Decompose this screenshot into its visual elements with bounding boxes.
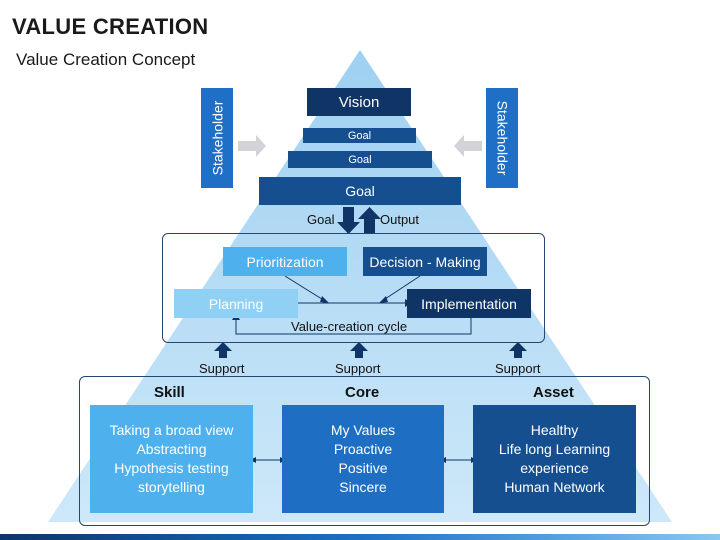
decision-making-box: Decision - Making <box>363 247 487 276</box>
core-box: My Values Proactive Positive Sincere <box>282 405 444 513</box>
skill-heading: Skill <box>154 384 185 401</box>
asset-line: experience <box>520 460 589 476</box>
asset-line: Life long Learning <box>498 441 611 457</box>
support-arrow-icon <box>350 342 368 358</box>
asset-heading: Asset <box>533 384 574 401</box>
core-line: Positive <box>338 460 388 476</box>
support-label-core: Support <box>335 361 381 376</box>
vision-box: Vision <box>307 88 411 116</box>
arrow-up-icon <box>358 207 381 234</box>
core-line: Proactive <box>333 441 393 457</box>
support-label-asset: Support <box>495 361 541 376</box>
arrow-left-icon <box>454 135 482 157</box>
page-title: VALUE CREATION <box>12 14 209 39</box>
goal-box-medium: Goal <box>288 151 432 168</box>
foundation-panel <box>79 376 650 526</box>
skill-line: storytelling <box>138 479 205 495</box>
planning-box: Planning <box>174 289 298 318</box>
arrow-down-icon <box>337 207 360 234</box>
asset-box: Healthy Life long Learning experience Hu… <box>473 405 636 513</box>
core-line: Sincere <box>339 479 387 495</box>
page-subtitle: Value Creation Concept <box>16 50 196 69</box>
footer-accent-bar <box>0 534 720 540</box>
arrow-right-icon <box>238 135 266 157</box>
skill-line: Hypothesis testing <box>114 460 229 476</box>
stakeholder-left: Stakeholder <box>201 88 233 188</box>
implementation-box: Implementation <box>407 289 531 318</box>
output-flow-label: Output <box>380 212 420 227</box>
prioritization-box: Prioritization <box>223 247 347 276</box>
value-creation-cycle-panel <box>162 233 545 343</box>
skill-line: Abstracting <box>136 441 207 457</box>
support-arrow-icon <box>509 342 527 358</box>
goal-box-small: Goal <box>303 128 416 143</box>
skill-line: Taking a broad view <box>109 422 234 438</box>
asset-line: Human Network <box>504 479 605 495</box>
support-arrow-icon <box>214 342 232 358</box>
pyramid-shape <box>48 50 672 522</box>
core-heading: Core <box>345 384 380 401</box>
support-label-skill: Support <box>199 361 245 376</box>
stakeholder-right: Stakeholder <box>486 88 518 188</box>
goal-flow-label: Goal <box>307 212 335 227</box>
goal-box-large: Goal <box>259 177 461 205</box>
core-line: My Values <box>330 422 396 438</box>
skill-box: Taking a broad view Abstracting Hypothes… <box>90 405 253 513</box>
cycle-caption: Value-creation cycle <box>291 319 408 334</box>
asset-line: Healthy <box>530 422 579 438</box>
